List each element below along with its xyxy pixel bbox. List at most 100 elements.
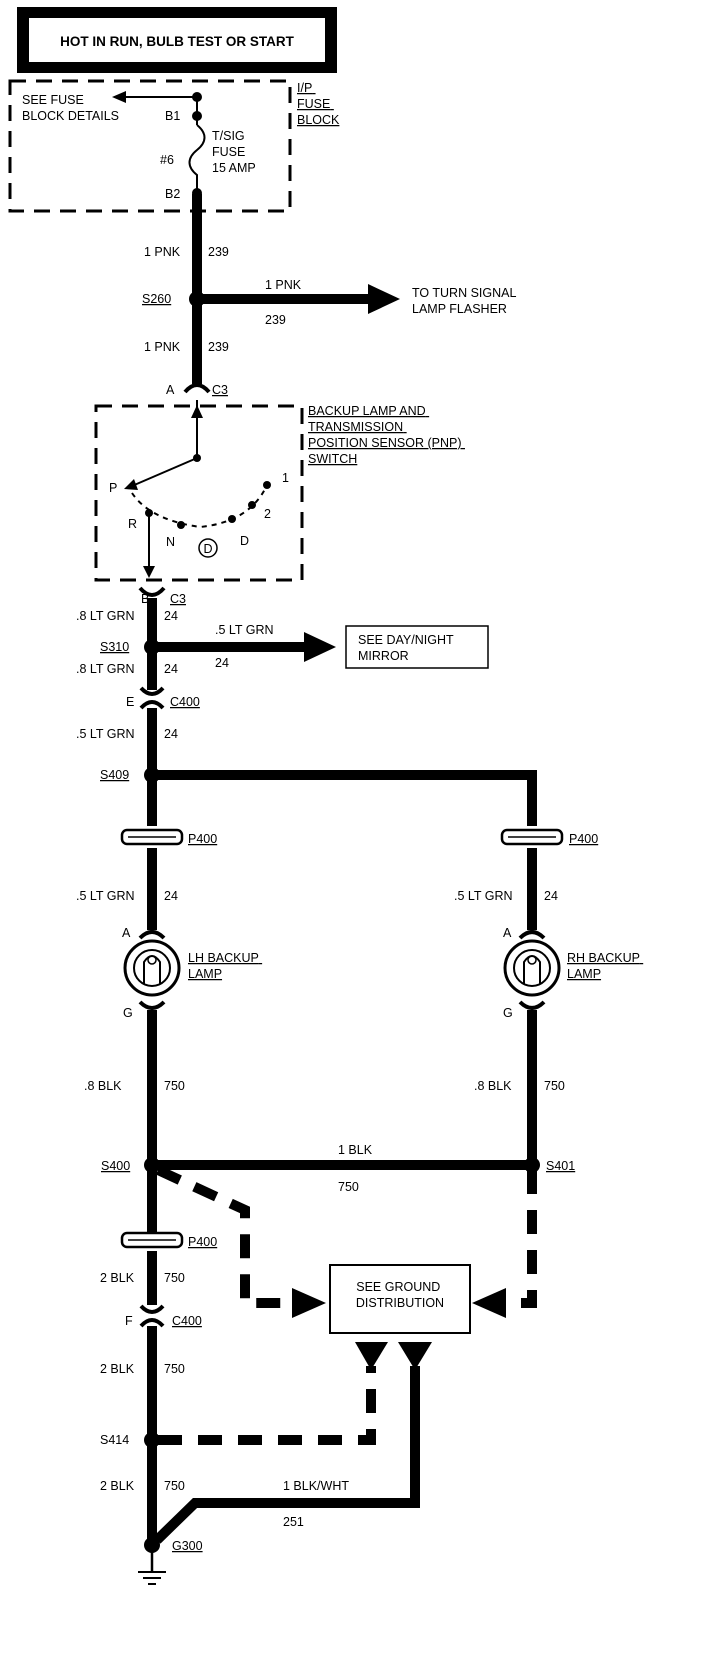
blk-wht-wire-size: 1 BLK/WHT — [283, 1479, 349, 1493]
wire-24-size-3: .5 LT GRN — [76, 727, 135, 741]
connector-c400-ground-label: C400 — [172, 1314, 202, 1328]
fuse-block-details-link: SEE FUSE BLOCK DETAILS — [22, 93, 119, 123]
flasher-arrow-icon — [368, 284, 400, 314]
connector-c3-bottom-label: C3 — [170, 592, 186, 606]
rh-ground-wire-size: .8 BLK — [474, 1079, 512, 1093]
wire-239-circuit-bottom: 239 — [208, 340, 229, 354]
cross-wire-size: 1 BLK — [338, 1143, 373, 1157]
ground-wire-circuit-3: 750 — [164, 1479, 185, 1493]
blk-wht-wire-circuit: 251 — [283, 1515, 304, 1529]
ground-dist-bottom-right-arrow-icon — [398, 1342, 432, 1370]
power-source-title: HOT IN RUN, BULB TEST OR START — [60, 34, 294, 49]
p400-ground-label: P400 — [188, 1235, 217, 1249]
pnp-switch-title: BACKUP LAMP AND TRANSMISSION POSITION SE… — [308, 404, 465, 466]
details-arrow-icon — [112, 91, 126, 103]
pin-e-label: E — [126, 695, 134, 709]
wire-239-circuit-top: 239 — [208, 245, 229, 259]
lh-wire-size: .5 LT GRN — [76, 889, 135, 903]
p400-right-label: P400 — [569, 832, 598, 846]
lh-backup-lamp-bulb-icon — [123, 939, 181, 997]
wire-239-size-bottom: 1 PNK — [144, 340, 181, 354]
ground-wire-size-2: 2 BLK — [100, 1362, 135, 1376]
connector-c400-e-icon — [139, 686, 165, 710]
splice-s260-label: S260 — [142, 292, 171, 306]
day-night-mirror-box — [345, 625, 489, 669]
connector-c3-a-icon — [183, 383, 211, 394]
ground-distribution-label: SEE GROUND DISTRIBUTION — [356, 1280, 444, 1310]
lh-backup-lamp-label: LH BACKUP LAMP — [188, 951, 262, 981]
turn-signal-flasher-label: TO TURN SIGNAL LAMP FLASHER — [412, 286, 519, 316]
rh-wire-size: .5 LT GRN — [454, 889, 513, 903]
wire-24-circuit-3: 24 — [164, 727, 178, 741]
day-night-mirror-label: SEE DAY/NIGHT MIRROR — [358, 633, 457, 663]
mirror-arrow-icon — [304, 632, 336, 662]
chassis-ground-icon — [138, 1545, 166, 1585]
splice-s400-label: S400 — [101, 1159, 130, 1173]
rh-pin-a-label: A — [503, 926, 512, 940]
ground-wire-circuit-2: 750 — [164, 1362, 185, 1376]
position-d-circled: D — [203, 542, 212, 556]
p400-ground-grommet-icon — [120, 1231, 184, 1249]
position-r: R — [128, 517, 137, 531]
flasher-branch-circuit: 239 — [265, 313, 286, 327]
mirror-branch-size: .5 LT GRN — [215, 623, 274, 637]
splice-s310-label: S310 — [100, 640, 129, 654]
fuse-number: #6 — [160, 153, 174, 167]
splice-s414-label: S414 — [100, 1433, 129, 1447]
rh-ground-wire-circuit: 750 — [544, 1079, 565, 1093]
terminal-b1-label: B1 — [165, 109, 180, 123]
position-n: N — [166, 535, 175, 549]
lh-ground-wire-circuit: 750 — [164, 1079, 185, 1093]
wire-239-size-top: 1 PNK — [144, 245, 181, 259]
cross-wire-circuit: 750 — [338, 1180, 359, 1194]
p400-left-grommet-icon — [120, 828, 184, 846]
position-d: D — [240, 534, 249, 548]
position-p: P — [109, 481, 117, 495]
fuse-icon — [188, 124, 206, 190]
position-2: 2 — [264, 507, 271, 521]
connector-c3-b-icon — [138, 586, 166, 597]
connector-c400-top-label: C400 — [170, 695, 200, 709]
pin-b-label: B — [141, 592, 149, 606]
connector-c400-f-icon — [139, 1304, 165, 1328]
flasher-branch-size: 1 PNK — [265, 278, 302, 292]
fuse-rating-label: T/SIG FUSE 15 AMP — [212, 129, 256, 175]
wire-24-size-1: .8 LT GRN — [76, 609, 135, 623]
p400-left-label: P400 — [188, 832, 217, 846]
ground-wire-size-1: 2 BLK — [100, 1271, 135, 1285]
ground-dist-right-arrow-icon — [472, 1288, 506, 1318]
position-d-circle-icon — [198, 538, 218, 558]
terminal-b1 — [192, 111, 202, 121]
connector-c3-top-label: C3 — [212, 383, 228, 397]
ground-dist-bottom-left-arrow-icon — [355, 1342, 388, 1370]
mirror-branch-circuit: 24 — [215, 656, 229, 670]
position-1: 1 — [282, 471, 289, 485]
pnp-switch-outline — [94, 404, 304, 582]
lh-wire-circuit: 24 — [164, 889, 178, 903]
ground-g300-label: G300 — [172, 1539, 203, 1553]
wire-24-size-2: .8 LT GRN — [76, 662, 135, 676]
wire-24-circuit-2: 24 — [164, 662, 178, 676]
switch-contact-arrow-icon — [124, 479, 138, 490]
fuse-block-label: I/P FUSE BLOCK — [297, 81, 340, 127]
ground-wire-circuit-1: 750 — [164, 1271, 185, 1285]
ground-dist-left-arrow-icon — [292, 1288, 326, 1318]
pin-a-label: A — [166, 383, 175, 397]
ground-distribution-box — [329, 1264, 471, 1334]
ground-wire-size-3: 2 BLK — [100, 1479, 135, 1493]
rh-pin-g-label: G — [503, 1006, 513, 1020]
rh-backup-lamp-bulb-icon — [503, 939, 561, 997]
p400-right-grommet-icon — [500, 828, 564, 846]
wire-24-circuit-1: 24 — [164, 609, 178, 623]
rh-wire-circuit: 24 — [544, 889, 558, 903]
terminal-b2-label: B2 — [165, 187, 180, 201]
lh-ground-wire-size: .8 BLK — [84, 1079, 122, 1093]
splice-s409-label: S409 — [100, 768, 129, 782]
lh-pin-a-label: A — [122, 926, 131, 940]
rh-backup-lamp-label: RH BACKUP LAMP — [567, 951, 643, 981]
lh-pin-g-label: G — [123, 1006, 133, 1020]
splice-s414 — [144, 1432, 160, 1448]
splice-s401-label: S401 — [546, 1159, 575, 1173]
pin-f-label: F — [125, 1314, 133, 1328]
